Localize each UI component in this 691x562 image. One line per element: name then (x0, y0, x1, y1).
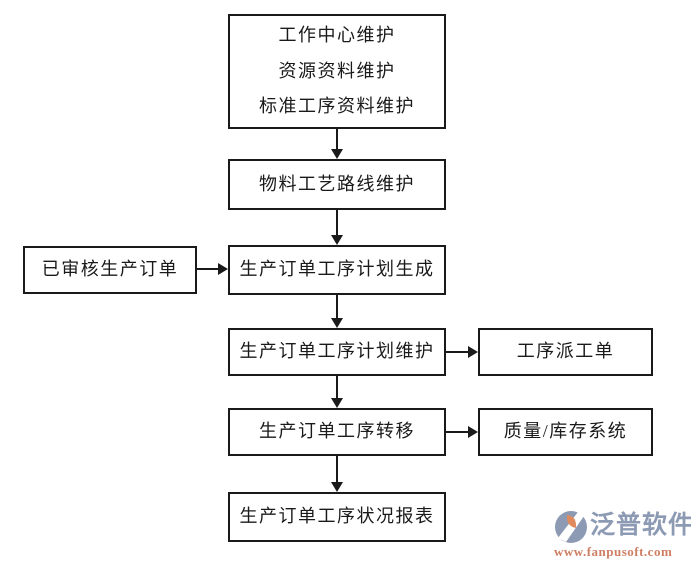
fanpu-logo: 泛普软件 www.fanpusoft.com (552, 508, 691, 560)
fanpu-logo-brand: 泛普软件 (590, 512, 691, 539)
node-quality-system: 质量/库存系统 (478, 408, 653, 456)
node-plan-generate: 生产订单工序计划生成 (228, 245, 446, 295)
fanpu-logo-url: www.fanpusoft.com (554, 544, 673, 559)
node-master-data-line2: 资源资料维护 (278, 60, 396, 81)
node-transfer: 生产订单工序转移 (228, 408, 446, 456)
node-master-data: 工作中心维护 资源资料维护 标准工序资料维护 (228, 14, 446, 129)
node-plan-maintain: 生产订单工序计划维护 (228, 328, 446, 376)
node-master-data-line3: 标准工序资料维护 (259, 96, 415, 117)
node-routing: 物料工艺路线维护 (228, 159, 446, 210)
node-dispatch-order: 工序派工单 (478, 328, 653, 376)
node-master-data-line1: 工作中心维护 (278, 25, 396, 46)
node-status-report: 生产订单工序状况报表 (228, 492, 446, 542)
fanpu-logo-icon (554, 510, 588, 549)
node-reviewed-order: 已审核生产订单 (23, 246, 197, 294)
